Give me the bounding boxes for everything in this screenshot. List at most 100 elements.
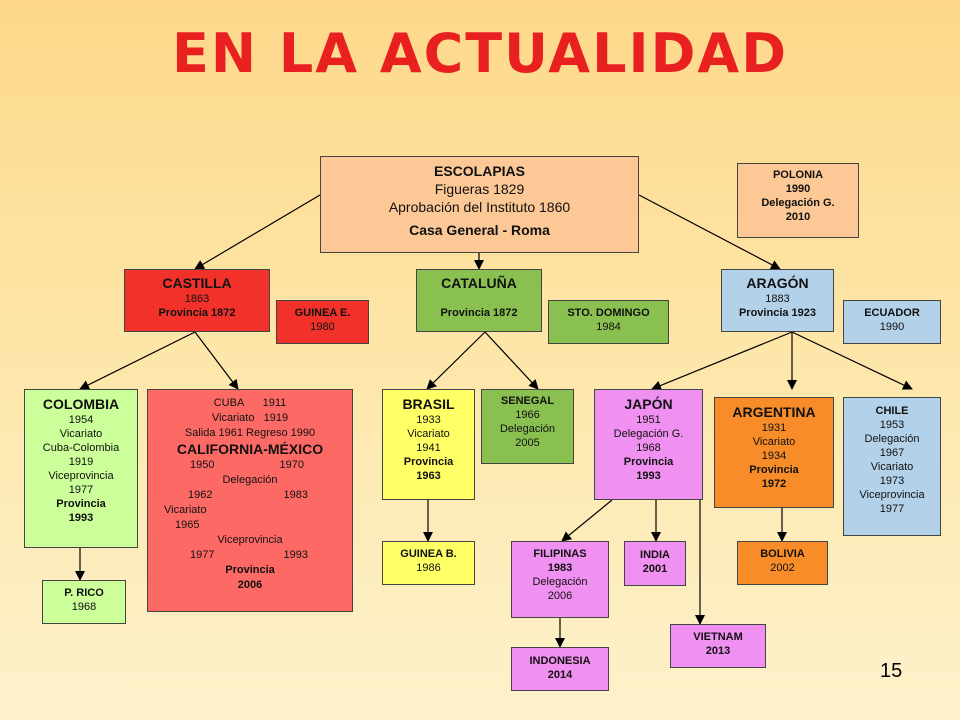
node-california-viceprovincia: Viceprovincia [217, 534, 283, 546]
node-colombia-line: 1954 [68, 414, 94, 426]
node-filipinas-year: 1983 [547, 562, 573, 574]
node-bolivia: BOLIVIA 2002 [737, 541, 828, 585]
node-cataluna-name: CATALUÑA [441, 275, 517, 291]
node-ecuador-name: ECUADOR [864, 307, 920, 319]
node-colombia-provincia-year: 1993 [68, 512, 94, 524]
node-aragon: ARAGÓN 1883 Provincia 1923 [721, 269, 834, 332]
node-chile: CHILE 1953 Delegación 1967 Vicariato 197… [843, 397, 941, 536]
line-castilla-split-left [79, 331, 196, 390]
node-escolapias-casa-general: Casa General - Roma [409, 222, 550, 238]
node-guinea-e-name: GUINEA E. [294, 307, 351, 319]
node-brasil-name: BRASIL [402, 396, 455, 412]
node-japon-name: JAPÓN [624, 396, 673, 412]
node-japon: JAPÓN 1951 Delegación G. 1968 Provincia … [594, 389, 703, 500]
node-brasil-line: 1941 [416, 442, 441, 454]
node-bolivia-year: 2002 [770, 562, 795, 574]
node-indonesia: INDONESIA 2014 [511, 647, 609, 691]
node-castilla-year: 1863 [184, 293, 210, 305]
node-california-salida: Salida 1961 Regreso 1990 [184, 427, 316, 439]
arrow-aragon-chile [791, 331, 913, 390]
node-chile-line: Vicariato [870, 461, 914, 473]
node-chile-line: 1967 [879, 447, 905, 459]
node-escolapias-name: ESCOLAPIAS [433, 163, 525, 179]
node-japon-line: 1951 [636, 414, 661, 426]
node-brasil-provincia-year: 1963 [416, 470, 441, 482]
node-japon-line: Delegación G. [613, 428, 684, 440]
node-california-cuba: CUBA 1911 [213, 397, 287, 409]
node-senegal: SENEGAL 1966 Delegación 2005 [481, 389, 574, 464]
node-indonesia-name: INDONESIA [529, 655, 591, 667]
node-indonesia-year: 2014 [547, 669, 573, 681]
node-chile-line: 1953 [879, 419, 905, 431]
node-sto-domingo-name: STO. DOMINGO [567, 307, 650, 319]
node-guinea-e: GUINEA E. 1980 [276, 300, 369, 344]
node-colombia-provincia: Provincia [56, 498, 106, 510]
node-p-rico-name: P. RICO [64, 587, 104, 599]
node-california-delegacion: Delegación [222, 474, 278, 486]
node-argentina-line: 1931 [761, 422, 787, 434]
node-chile-line: Delegación [864, 433, 920, 445]
node-aragon-provincia: Provincia 1923 [738, 307, 817, 319]
arrow-aragon-japon [651, 331, 793, 391]
node-california-vicariato-1919: Vicariato 1919 [211, 412, 289, 424]
node-filipinas-name: FILIPINAS [533, 548, 587, 560]
node-guinea-b: GUINEA B. 1986 [382, 541, 475, 585]
node-japon-provincia: Provincia [623, 456, 674, 468]
node-castilla-provincia: Provincia 1872 [158, 307, 236, 319]
node-senegal-line: 1966 [515, 409, 540, 421]
node-guinea-b-year: 1986 [416, 562, 441, 574]
node-colombia-name: COLOMBIA [42, 396, 120, 412]
node-polonia: POLONIA 1990 Delegación G. 2010 [737, 163, 859, 238]
node-escolapias-founded: Figueras 1829 [434, 181, 525, 197]
node-colombia-line: Viceprovincia [48, 470, 114, 482]
node-india: INDIA 2001 [624, 541, 686, 586]
node-brasil-provincia: Provincia [403, 456, 454, 468]
node-california-vicariato: Vicariato [164, 504, 207, 516]
node-guinea-b-name: GUINEA B. [400, 548, 457, 560]
node-brasil-line: Vicariato [407, 428, 450, 440]
arrow-cataluna-brasil [426, 331, 486, 390]
node-polonia-status-year: 2010 [785, 211, 811, 223]
node-aragon-year: 1883 [765, 293, 790, 305]
node-california-name: CALIFORNIA-MÉXICO [176, 441, 324, 457]
node-senegal-name: SENEGAL [500, 395, 555, 407]
node-polonia-status: Delegación G. [761, 197, 835, 209]
node-argentina-line: 1934 [761, 450, 787, 462]
node-ecuador-year: 1990 [879, 321, 905, 333]
node-chile-line: 1973 [879, 475, 905, 487]
node-argentina-name: ARGENTINA [732, 404, 816, 420]
node-senegal-line: 2005 [515, 437, 540, 449]
node-argentina-provincia: Provincia [749, 464, 799, 476]
node-argentina-line: Vicariato [752, 436, 796, 448]
node-polonia-name: POLONIA [772, 169, 824, 181]
node-colombia-line: Vicariato [59, 428, 103, 440]
arrow-castilla-california [194, 331, 239, 390]
page-number: 15 [880, 660, 903, 682]
node-chile-name: CHILE [875, 405, 909, 417]
node-senegal-line: Delegación [499, 423, 556, 435]
arrow-japon-filipinas [561, 499, 613, 542]
node-chile-line: 1977 [879, 503, 905, 515]
node-castilla-name: CASTILLA [162, 275, 232, 291]
node-vietnam-year: 2013 [705, 645, 731, 657]
node-sto-domingo: STO. DOMINGO 1984 [548, 300, 669, 344]
node-ecuador: ECUADOR 1990 [843, 300, 941, 344]
node-sto-domingo-year: 1984 [596, 321, 621, 333]
node-colombia-line: Cuba-Colombia [42, 442, 120, 454]
page-title: EN LA ACTUALIDAD [171, 22, 789, 85]
node-india-name: INDIA [640, 549, 670, 561]
node-guinea-e-year: 1980 [310, 321, 335, 333]
node-colombia-line: 1977 [68, 484, 94, 496]
node-p-rico-year: 1968 [71, 601, 97, 613]
node-india-year: 2001 [642, 563, 668, 575]
node-bolivia-name: BOLIVIA [760, 548, 805, 560]
node-california-mexico: CUBA 1911 Vicariato 1919 Salida 1961 Reg… [147, 389, 353, 612]
node-aragon-name: ARAGÓN [746, 275, 809, 291]
node-cataluna: CATALUÑA Provincia 1872 [416, 269, 542, 332]
arrow-escolapias-aragon [638, 194, 781, 270]
node-japon-provincia-year: 1993 [636, 470, 661, 482]
node-japon-line: 1968 [636, 442, 661, 454]
